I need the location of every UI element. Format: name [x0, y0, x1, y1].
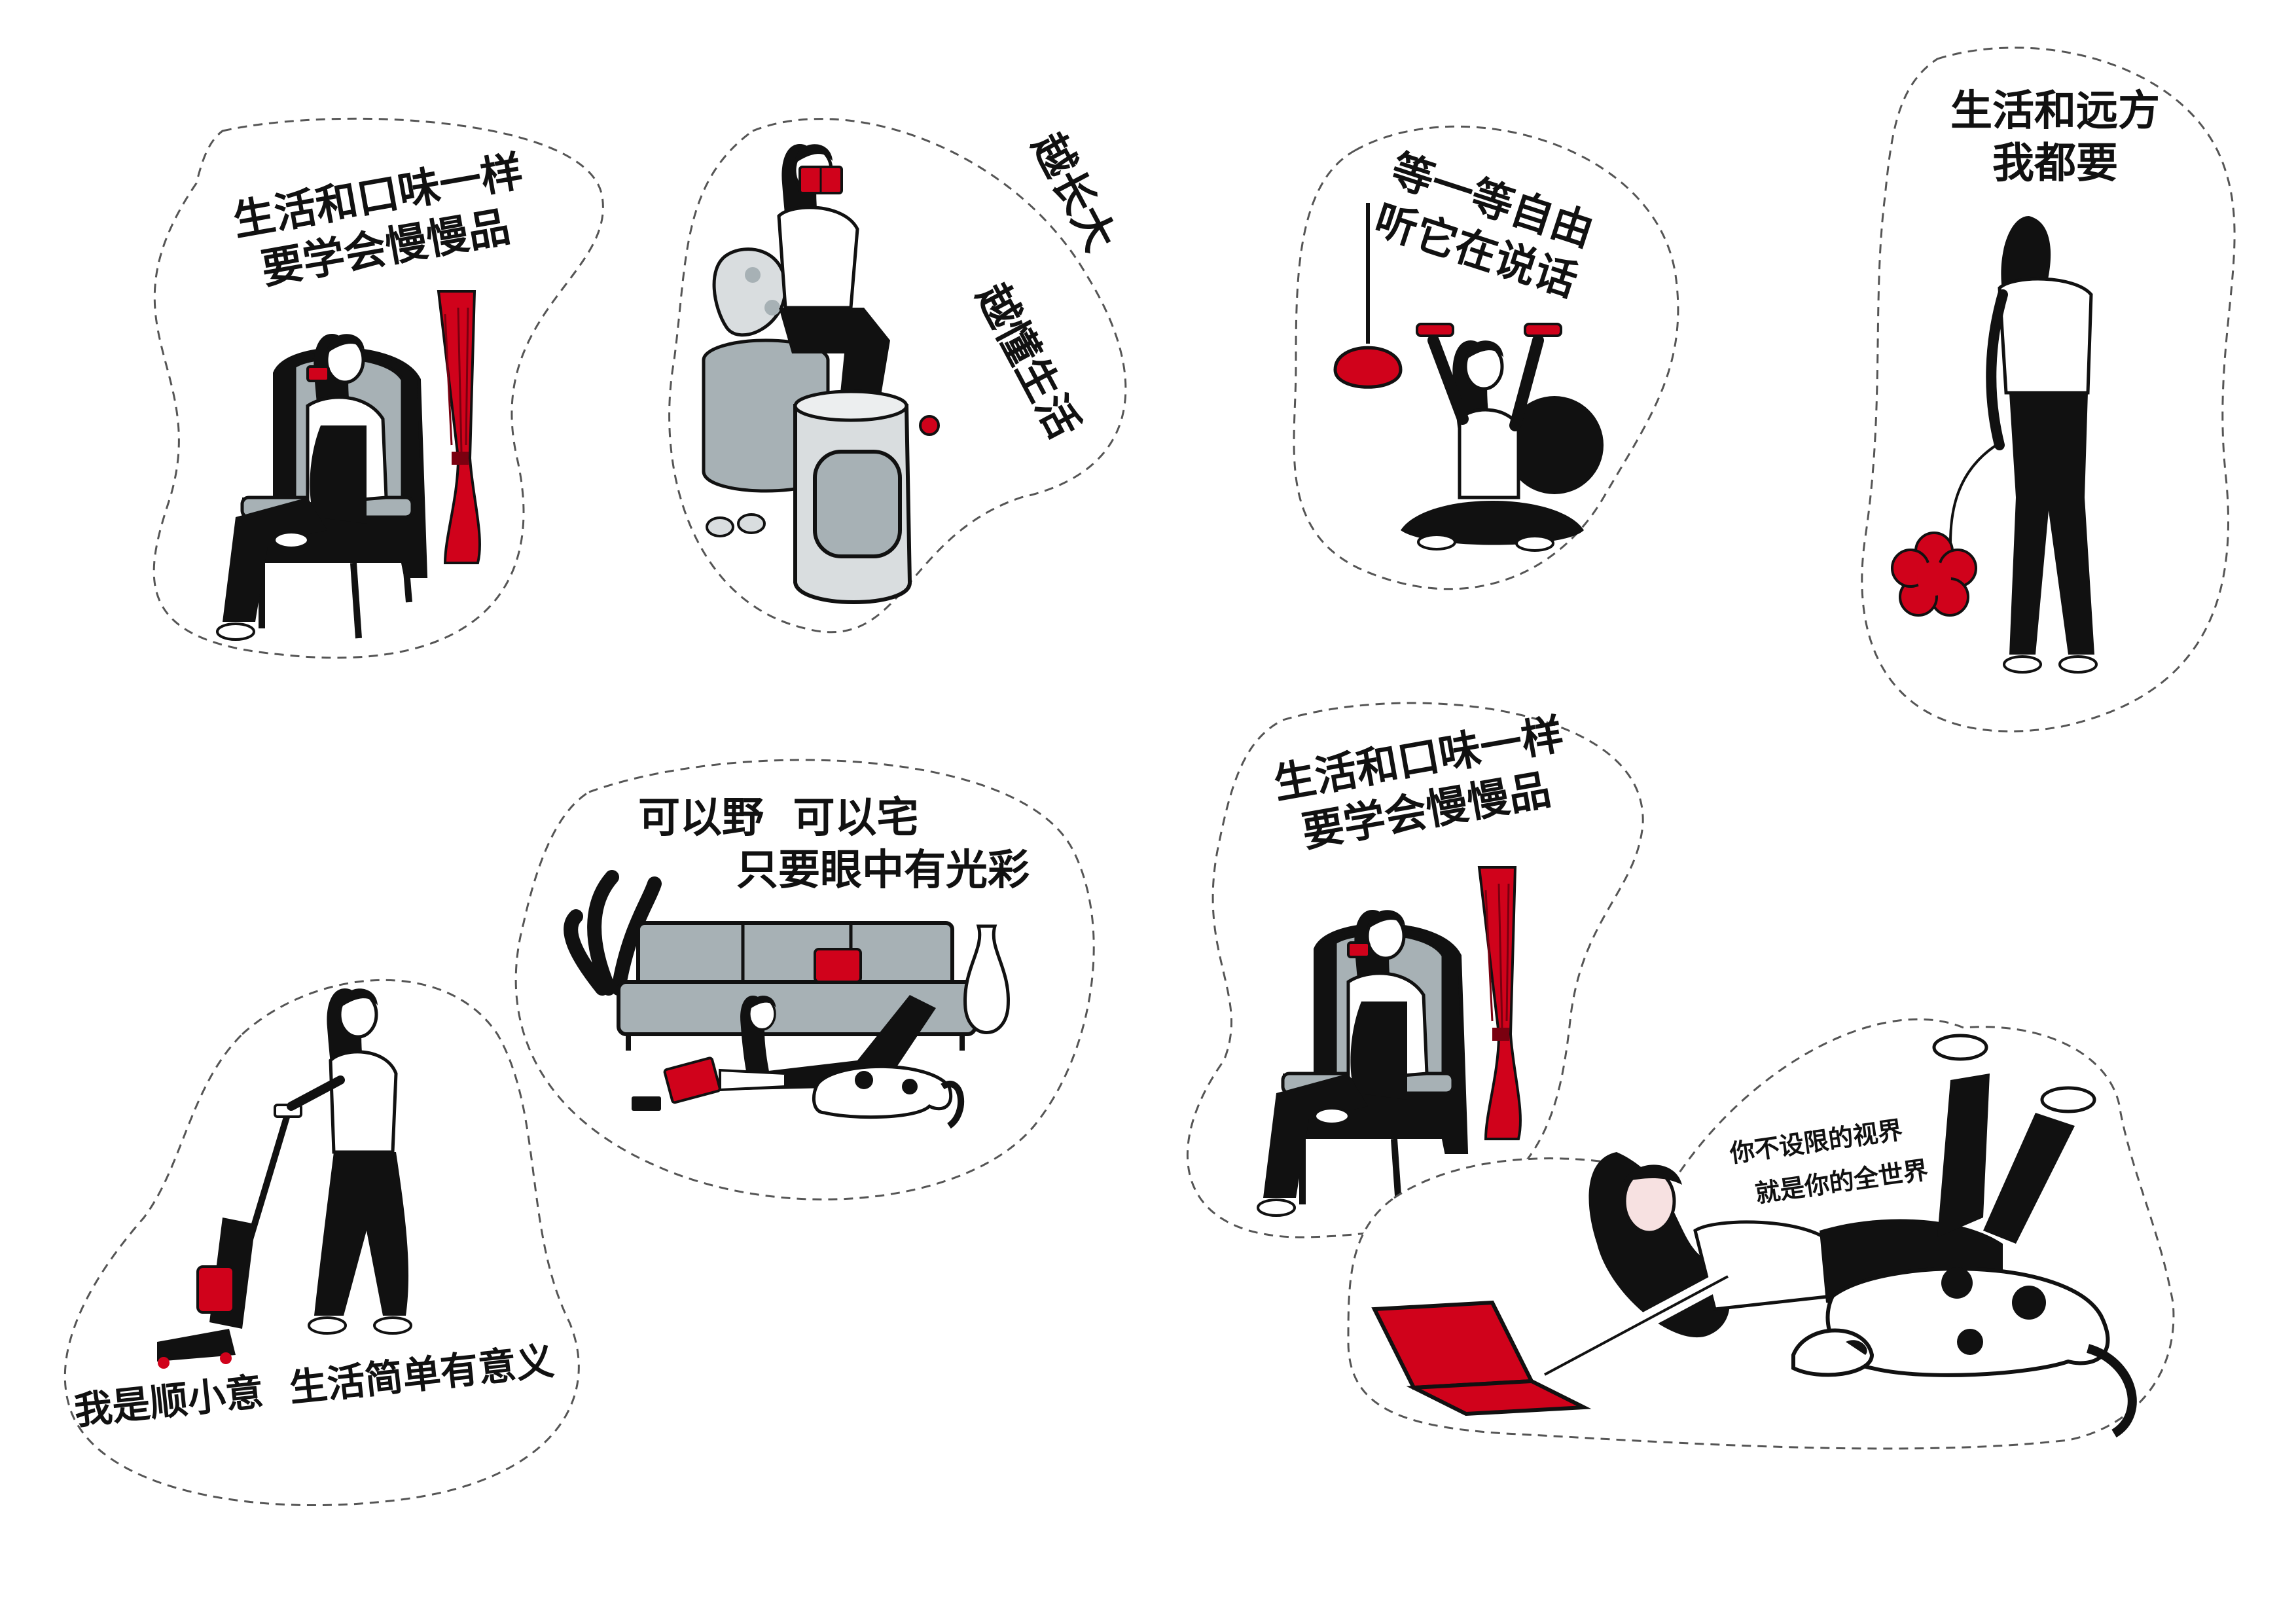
sticker-taste-1: [152, 117, 604, 659]
caption-line: 可以野 可以宅: [638, 794, 919, 842]
plant-icon: [564, 870, 662, 996]
woman-drinking-icon: [216, 334, 388, 641]
sticker-freedom: [1293, 125, 1679, 590]
caption-line: 生活和远方: [1950, 87, 2160, 135]
sticker-vacuum: [63, 979, 580, 1507]
woman-drinking-icon: [1257, 910, 1429, 1217]
red-flower-toy-icon: [1891, 444, 1998, 617]
sticker-taste-2: [1187, 702, 1644, 1238]
woman-dumbbells-icon: [1401, 323, 1584, 552]
foot-spa-icon: [793, 389, 940, 604]
sticker-caption-wild-home: 可以野 可以宅 只要眼中有光彩: [638, 792, 1030, 897]
exercise-ball-icon: [1505, 396, 1604, 494]
slippers-icon: [706, 513, 766, 537]
pendant-lamp-icon: [1333, 203, 1403, 389]
vase-icon: [963, 924, 1010, 1034]
cut-line: [63, 979, 580, 1507]
red-curtain-icon: [1477, 866, 1522, 1140]
laptop-icon: [632, 1056, 721, 1111]
sticker-world: [1347, 1018, 2175, 1450]
sofa-icon: [617, 921, 977, 1051]
dog-icon: [1791, 1267, 2137, 1437]
woman-standing-icon: [1986, 216, 2098, 674]
sticker-wild-home: [514, 759, 1095, 1200]
caption-line: 我都要: [1992, 139, 2118, 188]
sticker-grow-up: [668, 118, 1127, 634]
sticker-caption-far-away: 生活和远方 我都要: [1937, 85, 2173, 190]
sticker-far-away: [1861, 46, 2236, 732]
vacuum-cleaner-icon: [157, 1104, 302, 1369]
woman-lying-icon: [1536, 1034, 2096, 1383]
red-curtain-icon: [437, 290, 481, 564]
woman-vacuuming-icon: [287, 988, 412, 1335]
dog-icon: [812, 1064, 965, 1129]
red-laptop-icon: [1371, 1300, 1592, 1416]
caption-line: 只要眼中有光彩: [736, 846, 1030, 895]
